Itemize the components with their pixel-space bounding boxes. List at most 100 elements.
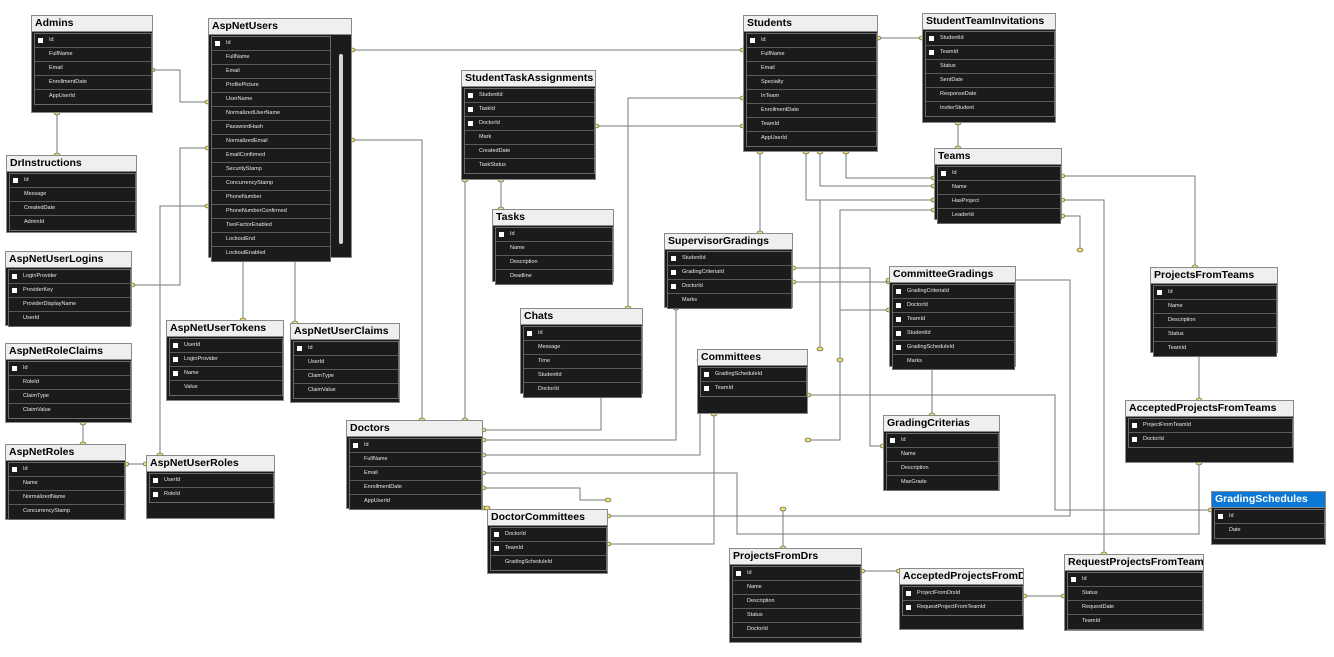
column-row[interactable]: EnrollmentDate bbox=[350, 481, 481, 495]
column-row[interactable]: DoctorId bbox=[524, 383, 641, 397]
column-row[interactable]: GradingScheduleId bbox=[893, 341, 1014, 355]
table-title[interactable]: AspNetUserRoles bbox=[147, 456, 274, 472]
column-row[interactable]: EnrollmentDate bbox=[35, 76, 151, 90]
table-title[interactable]: AcceptedProjectsFromDrs bbox=[900, 569, 1023, 585]
scroll-thumb[interactable] bbox=[339, 54, 343, 244]
table-title[interactable]: RequestProjectsFromTeams bbox=[1065, 555, 1203, 571]
column-row[interactable]: Name bbox=[9, 477, 124, 491]
column-row[interactable]: AppUserId bbox=[35, 90, 151, 104]
column-row[interactable]: UserId bbox=[170, 339, 282, 353]
column-row[interactable]: TeamId bbox=[747, 118, 876, 132]
table-title[interactable]: AcceptedProjectsFromTeams bbox=[1126, 401, 1293, 417]
table-title[interactable]: ProjectsFromDrs bbox=[730, 549, 861, 565]
column-row[interactable]: Id bbox=[747, 34, 876, 48]
table-title[interactable]: AspNetUserTokens bbox=[167, 321, 283, 337]
table-title[interactable]: Committees bbox=[698, 350, 807, 366]
column-row[interactable]: StudentId bbox=[524, 369, 641, 383]
table-title[interactable]: Teams bbox=[935, 149, 1061, 165]
column-row[interactable]: Id bbox=[350, 439, 481, 453]
table-title[interactable]: SupervisorGradings bbox=[665, 234, 792, 250]
column-row[interactable]: InTeam bbox=[747, 90, 876, 104]
column-row[interactable]: Status bbox=[1068, 587, 1202, 601]
column-row[interactable]: FullName bbox=[212, 51, 330, 65]
column-row[interactable]: TeamId bbox=[701, 382, 806, 396]
column-row[interactable]: Id bbox=[733, 567, 860, 581]
column-row[interactable]: StudentId bbox=[668, 252, 791, 266]
column-row[interactable]: Description bbox=[1154, 314, 1276, 328]
column-row[interactable]: PhoneNumberConfirmed bbox=[212, 205, 330, 219]
column-row[interactable]: Name bbox=[170, 367, 282, 381]
column-row[interactable]: Message bbox=[10, 188, 135, 202]
column-row[interactable]: ClaimType bbox=[9, 390, 130, 404]
column-row[interactable]: ProfilePicture bbox=[212, 79, 330, 93]
table-title[interactable]: AspNetUserLogins bbox=[6, 252, 131, 268]
column-row[interactable]: NormalizedUserName bbox=[212, 107, 330, 121]
column-row[interactable]: DoctorId bbox=[668, 280, 791, 294]
column-row[interactable]: EmailConfirmed bbox=[212, 149, 330, 163]
column-row[interactable]: UserName bbox=[212, 93, 330, 107]
column-row[interactable]: UserId bbox=[294, 356, 398, 370]
column-row[interactable]: Status bbox=[733, 609, 860, 623]
column-row[interactable]: PhoneNumber bbox=[212, 191, 330, 205]
column-row[interactable]: Id bbox=[496, 228, 612, 242]
column-row[interactable]: Id bbox=[524, 327, 641, 341]
column-row[interactable]: DoctorId bbox=[733, 623, 860, 637]
column-row[interactable]: Id bbox=[1215, 510, 1324, 524]
column-row[interactable]: GradingCriteriaId bbox=[668, 266, 791, 280]
column-row[interactable]: ConcurrencyStamp bbox=[9, 505, 124, 519]
column-row[interactable]: SecurityStamp bbox=[212, 163, 330, 177]
table-title[interactable]: GradingCriterias bbox=[884, 416, 999, 432]
column-row[interactable]: Id bbox=[1068, 573, 1202, 587]
column-row[interactable]: Marks bbox=[668, 294, 791, 308]
column-row[interactable]: NormalizedEmail bbox=[212, 135, 330, 149]
column-row[interactable]: NormalizedName bbox=[9, 491, 124, 505]
column-row[interactable]: UserId bbox=[150, 474, 273, 488]
table-title[interactable]: DrInstructions bbox=[7, 156, 136, 172]
column-row[interactable]: CreatedDate bbox=[10, 202, 135, 216]
vertical-scrollbar[interactable] bbox=[331, 36, 351, 256]
column-row[interactable]: FullName bbox=[747, 48, 876, 62]
column-row[interactable]: ProviderKey bbox=[9, 284, 130, 298]
column-row[interactable]: ProviderDisplayName bbox=[9, 298, 130, 312]
table-title[interactable]: DoctorCommittees bbox=[488, 510, 607, 526]
table-title[interactable]: StudentTaskAssignments bbox=[462, 71, 595, 87]
column-row[interactable]: Id bbox=[9, 463, 124, 477]
column-row[interactable]: ProjectFromDrsId bbox=[903, 587, 1022, 601]
column-row[interactable]: TaskId bbox=[465, 103, 594, 117]
column-row[interactable]: CreatedDate bbox=[465, 145, 594, 159]
column-row[interactable]: InviterStudent bbox=[926, 102, 1054, 116]
column-row[interactable]: TeamId bbox=[893, 313, 1014, 327]
column-row[interactable]: RequestDate bbox=[1068, 601, 1202, 615]
table-title[interactable]: Admins bbox=[32, 16, 152, 32]
column-row[interactable]: AppUserId bbox=[350, 495, 481, 509]
table-title[interactable]: AspNetUsers bbox=[209, 19, 351, 35]
column-row[interactable]: Status bbox=[1154, 328, 1276, 342]
table-title[interactable]: Students bbox=[744, 16, 877, 32]
column-row[interactable]: ClaimValue bbox=[294, 384, 398, 398]
column-row[interactable]: FullName bbox=[350, 453, 481, 467]
column-row[interactable]: HasProject bbox=[938, 195, 1060, 209]
column-row[interactable]: Specialty bbox=[747, 76, 876, 90]
column-row[interactable]: StudentId bbox=[893, 327, 1014, 341]
column-row[interactable]: Description bbox=[733, 595, 860, 609]
column-row[interactable]: Id bbox=[294, 342, 398, 356]
column-row[interactable]: TeamId bbox=[491, 542, 606, 556]
column-row[interactable]: TeamId bbox=[1154, 342, 1276, 356]
column-row[interactable]: Description bbox=[496, 256, 612, 270]
